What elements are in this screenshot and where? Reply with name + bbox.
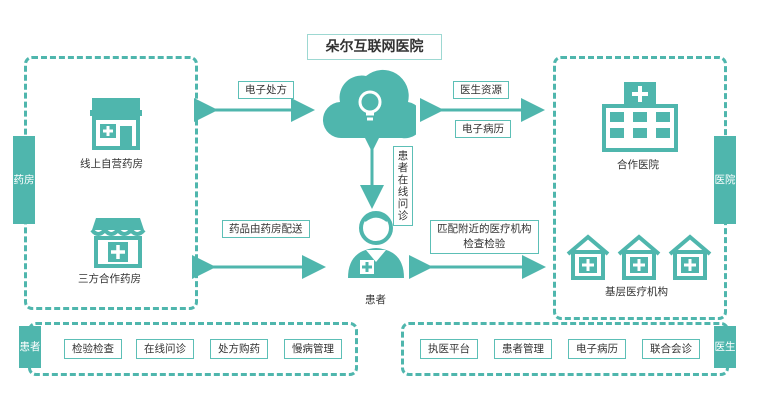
doctor-service-item: 电子病历	[568, 339, 626, 359]
cloud-lightbulb-icon	[322, 68, 424, 140]
doctor-service-item: 患者管理	[494, 339, 552, 359]
patient-icon	[344, 210, 408, 280]
grassroots-label: 基层医疗机构	[605, 286, 668, 298]
pharmacy-side-tab: 药房	[13, 136, 35, 224]
hospital-side-tab: 医院	[714, 136, 736, 224]
own-pharmacy-icon	[88, 96, 144, 150]
partner-pharmacy-icon	[90, 216, 146, 268]
doctor-service-item: 执医平台	[420, 339, 478, 359]
doctor-resources-label: 医生资源	[453, 81, 509, 99]
page-title: 朵尔互联网医院	[307, 34, 442, 60]
own-pharmacy-label: 线上自营药房	[80, 158, 143, 170]
e-prescription-label: 电子处方	[238, 81, 294, 99]
online-consult-label: 患者在线问诊	[393, 146, 413, 226]
patient-service-item: 处方购药	[210, 339, 268, 359]
doctor-service-item: 联合会诊	[642, 339, 700, 359]
hospital-building-icon	[600, 80, 680, 152]
nearby-exam-line2: 检查检验	[463, 238, 506, 250]
drug-delivery-label: 药品由药房配送	[222, 220, 310, 238]
doctor-tab: 医生	[714, 326, 736, 368]
clinic-house-icon	[566, 234, 714, 280]
partner-pharmacy-label: 三方合作药房	[78, 273, 141, 285]
patient-tab: 患者	[19, 326, 41, 368]
patient-label: 患者	[365, 294, 386, 306]
patient-service-item: 慢病管理	[284, 339, 342, 359]
nearby-exam-line1: 匹配附近的医疗机构	[437, 223, 532, 235]
patient-service-item: 检验检查	[64, 339, 122, 359]
partner-hospital-label: 合作医院	[617, 159, 659, 171]
nearby-exam-label: 匹配附近的医疗机构 检查检验	[430, 220, 539, 254]
emr-label: 电子病历	[455, 120, 511, 138]
patient-service-item: 在线问诊	[136, 339, 194, 359]
